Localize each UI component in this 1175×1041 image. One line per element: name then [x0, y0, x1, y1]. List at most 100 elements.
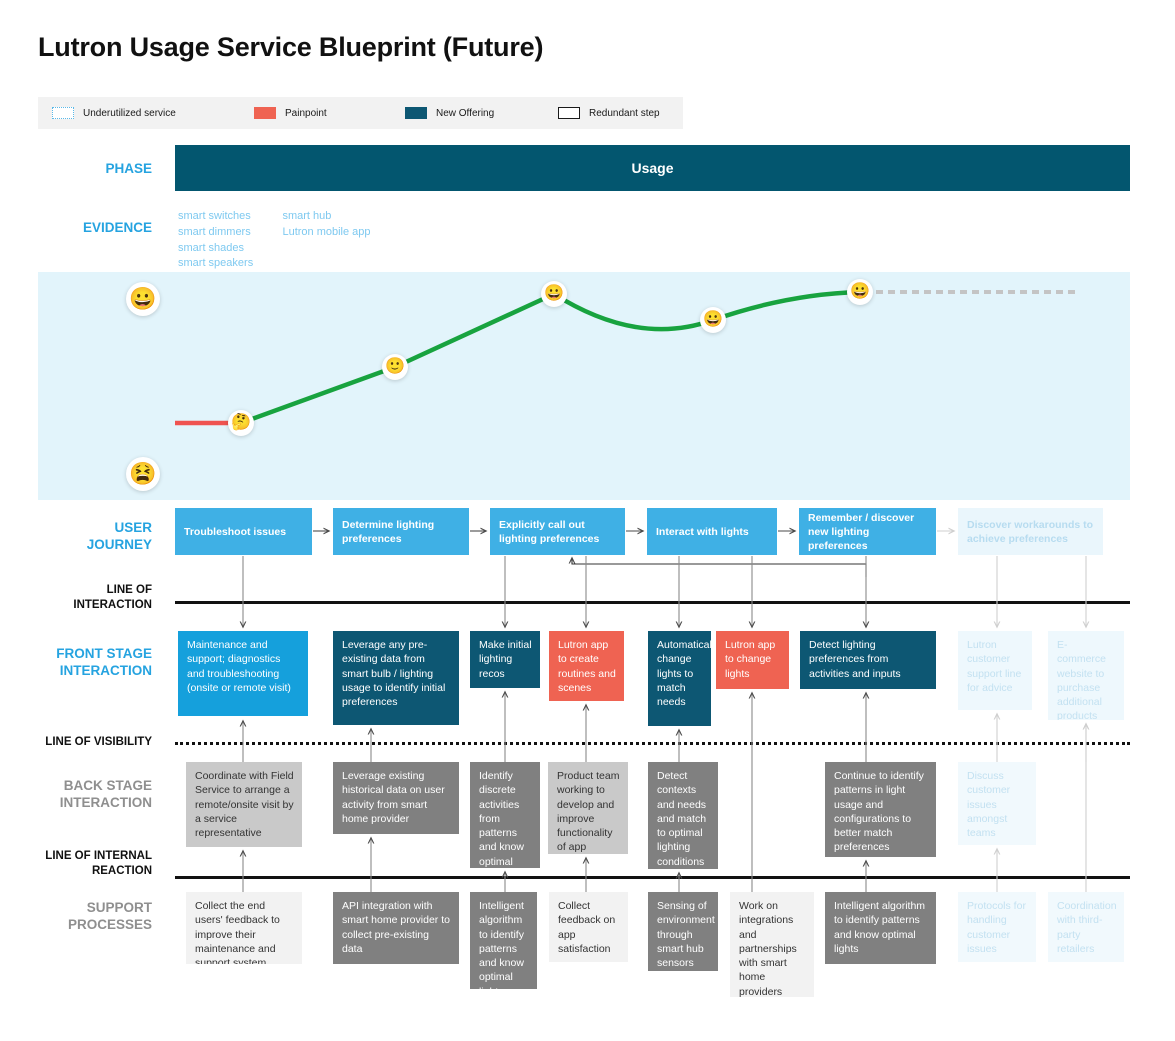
back-stage-box-3[interactable]: Identify discrete activities from patter… [470, 762, 540, 868]
front-stage-label: E-commerce website to purchase additiona… [1057, 639, 1107, 720]
ux-point-emoji-icon-5: 😀 [847, 279, 873, 305]
journey-step-label: Remember / discover new lighting prefere… [808, 511, 915, 553]
evidence-item: smart hub [282, 210, 332, 222]
journey-step-6-ghost[interactable]: Discover workarounds to achieve preferen… [958, 508, 1103, 555]
legend-label: New Offering [436, 107, 495, 119]
row-label-user-journey: USER JOURNEY [0, 519, 152, 554]
row-label-text: INTERACTION [59, 795, 152, 811]
row-label-line-of-visibility: LINE OF VISIBILITY [0, 735, 152, 750]
front-stage-box-2[interactable]: Leverage any pre-existing data from smar… [333, 631, 459, 725]
support-process-box-1[interactable]: Collect the end users' feedback to impro… [186, 892, 302, 964]
row-label-text: PROCESSES [67, 917, 152, 933]
journey-step-label: Explicitly call out lighting preferences [499, 518, 600, 545]
back-stage-box-4[interactable]: Product team working to develop and impr… [548, 762, 628, 854]
front-stage-label: Lutron customer support line for advice [967, 639, 1022, 694]
row-label-text: BACK STAGE [63, 778, 152, 793]
support-process-label: Work on integrations and partnerships wi… [739, 900, 797, 997]
support-process-box-3[interactable]: Intelligent algorithm to identify patter… [470, 892, 537, 989]
evidence-item: Lutron mobile app [282, 225, 371, 238]
support-process-label: Sensing of environment through smart hub… [657, 900, 715, 970]
redundant-swatch-icon [558, 107, 580, 119]
row-label-text: USER [114, 520, 152, 535]
journey-step-label: Discover workarounds to achieve preferen… [967, 518, 1094, 545]
back-stage-box-6[interactable]: Continue to identify patterns in light u… [825, 762, 936, 857]
ux-point-emoji-icon-2: 🙂 [382, 354, 408, 380]
evidence-item: smart dimmers [178, 225, 251, 238]
back-stage-label: Coordinate with Field Service to arrange… [195, 770, 294, 840]
phase-value: Usage [631, 160, 674, 176]
front-stage-box-1[interactable]: Maintenance and support; diagnostics and… [178, 631, 308, 716]
journey-step-3[interactable]: Explicitly call out lighting preferences [490, 508, 625, 555]
front-stage-box-3[interactable]: Make initial lighting recos [470, 631, 540, 688]
line-of-visibility [175, 742, 1130, 745]
row-label-text: SUPPORT [86, 900, 152, 915]
support-process-label: API integration with smart home provider… [342, 900, 450, 955]
underutilized-swatch-icon [52, 107, 74, 119]
front-stage-label: Detect lighting preferences from activit… [809, 639, 901, 680]
support-process-box-8-ghost[interactable]: Protocols for handling customer issues [958, 892, 1036, 962]
row-label-evidence: EVIDENCE [0, 219, 152, 236]
support-process-label: Collect feedback on app satisfaction [558, 900, 616, 955]
support-process-box-6[interactable]: Work on integrations and partnerships wi… [730, 892, 814, 997]
front-stage-label: Lutron app to create routines and scenes [558, 639, 616, 694]
back-stage-box-1[interactable]: Coordinate with Field Service to arrange… [186, 762, 302, 847]
journey-step-5[interactable]: Remember / discover new lighting prefere… [799, 508, 936, 555]
evidence-item: smart speakers [178, 257, 254, 270]
front-stage-box-8-ghost[interactable]: Lutron customer support line for advice [958, 631, 1032, 710]
back-stage-box-2[interactable]: Leverage existing historical data on use… [333, 762, 459, 834]
front-stage-box-5[interactable]: Automatically change lights to match nee… [648, 631, 711, 726]
painpoint-swatch-icon [254, 107, 276, 119]
front-stage-label: Maintenance and support; diagnostics and… [187, 639, 291, 694]
row-label-text: INTERACTION [59, 663, 152, 679]
row-label-text: LINE OF [106, 584, 152, 596]
phase-bar: Usage [175, 145, 1130, 191]
support-process-label: Intelligent algorithm to identify patter… [834, 900, 926, 955]
legend: Underutilized service Painpoint New Offe… [38, 97, 683, 129]
support-process-label: Protocols for handling customer issues [967, 900, 1026, 955]
journey-step-label: Troubleshoot issues [184, 525, 287, 538]
journey-step-4[interactable]: Interact with lights [647, 508, 777, 555]
page-title: Lutron Usage Service Blueprint (Future) [38, 32, 544, 62]
legend-item-painpoint: Painpoint [254, 97, 327, 129]
row-label-text: LINE OF INTERNAL [45, 850, 152, 862]
front-stage-box-4[interactable]: Lutron app to create routines and scenes [549, 631, 624, 701]
row-label-text: INTERACTION [73, 598, 152, 611]
journey-step-1[interactable]: Troubleshoot issues [175, 508, 312, 555]
back-stage-box-7-ghost[interactable]: Discuss customer issues amongst teams [958, 762, 1036, 845]
row-label-phase: PHASE [0, 160, 152, 177]
front-stage-box-7[interactable]: Detect lighting preferences from activit… [800, 631, 936, 689]
row-label-back-stage: BACK STAGE INTERACTION [0, 777, 152, 812]
row-label-support-processes: SUPPORT PROCESSES [0, 899, 152, 934]
new-offering-swatch-icon [405, 107, 427, 119]
front-stage-label: Leverage any pre-existing data from smar… [342, 639, 446, 709]
support-process-box-2[interactable]: API integration with smart home provider… [333, 892, 459, 964]
back-stage-box-5[interactable]: Detect contexts and needs and match to o… [648, 762, 718, 869]
row-label-text: FRONT STAGE [56, 646, 152, 661]
row-label-text: PHASE [105, 161, 152, 176]
back-stage-label: Identify discrete activities from patter… [479, 770, 524, 868]
row-label-text: EVIDENCE [82, 220, 152, 235]
front-stage-box-9-ghost[interactable]: E-commerce website to purchase additiona… [1048, 631, 1124, 720]
back-stage-label: Leverage existing historical data on use… [342, 770, 445, 825]
mood-high-emoji-icon: 😀 [126, 282, 160, 316]
support-process-box-4[interactable]: Collect feedback on app satisfaction [549, 892, 628, 962]
back-stage-label: Product team working to develop and impr… [557, 770, 620, 854]
front-stage-box-6[interactable]: Lutron app to change lights [716, 631, 789, 689]
back-stage-label: Detect contexts and needs and match to o… [657, 770, 707, 868]
mood-low-emoji-icon: 😫 [126, 457, 160, 491]
back-stage-label: Continue to identify patterns in light u… [834, 770, 924, 854]
support-process-box-7[interactable]: Intelligent algorithm to identify patter… [825, 892, 936, 964]
evidence-column-1: smart switches smart dimmers smart shade… [178, 209, 278, 272]
legend-item-underutilized: Underutilized service [52, 97, 176, 129]
support-process-box-9-ghost[interactable]: Coordination with third-party retailers [1048, 892, 1124, 962]
back-stage-label: Discuss customer issues amongst teams [967, 770, 1011, 840]
ux-point-emoji-icon-1: 🤔 [228, 410, 254, 436]
line-of-internal-reaction [175, 876, 1130, 879]
support-process-label: Intelligent algorithm to identify patter… [479, 900, 524, 989]
row-label-front-stage: FRONT STAGE INTERACTION [0, 645, 152, 680]
support-process-box-5[interactable]: Sensing of environment through smart hub… [648, 892, 718, 971]
legend-item-new-offering: New Offering [405, 97, 494, 129]
journey-step-2[interactable]: Determine lighting preferences [333, 508, 469, 555]
row-label-text: REACTION [91, 864, 152, 877]
user-experience-curve [175, 289, 1075, 426]
